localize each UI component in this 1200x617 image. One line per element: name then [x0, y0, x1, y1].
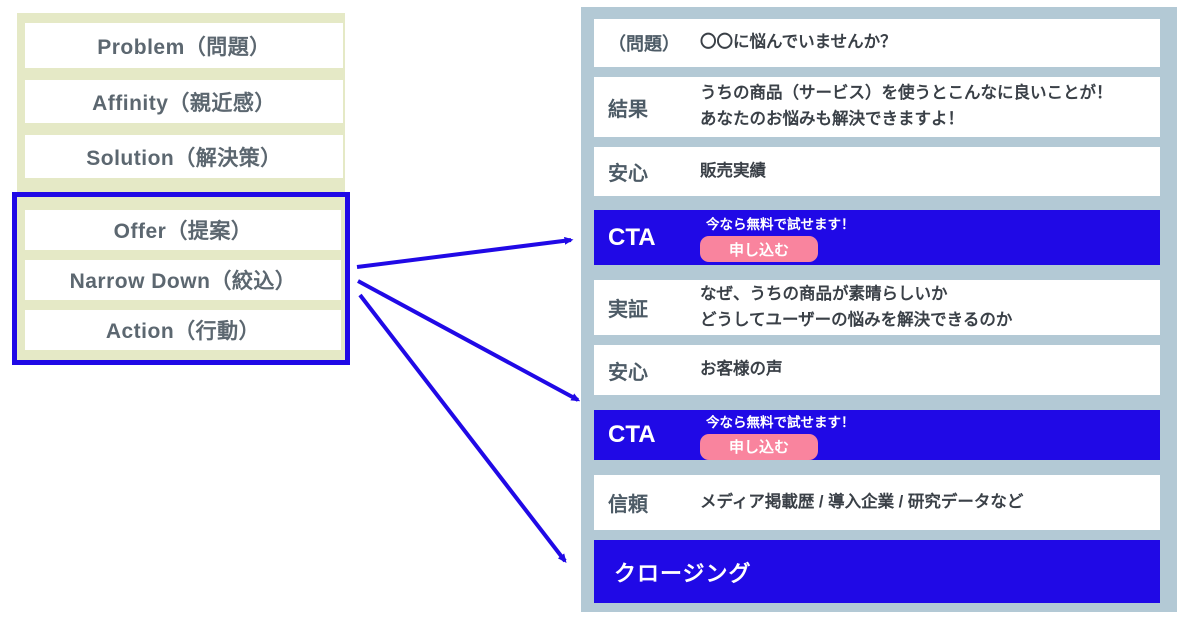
row-label: 安心	[608, 361, 648, 384]
row-problem: （問題） 〇〇に悩んでいませんか？	[594, 19, 1160, 67]
arrow-to-cta-2	[357, 279, 581, 402]
closing-label: クロージング	[614, 560, 752, 586]
left-box-action: Action（行動）	[25, 310, 341, 350]
row-label: CTA	[608, 223, 656, 251]
left-box-offer: Offer（提案）	[25, 210, 341, 250]
row-text: うちの商品（サービス）を使うとこんなに良いことが！ あなたのお悩みも解決できます…	[700, 84, 1113, 128]
row-text: メディア掲載歴 / 導入企業 / 研究データなど	[700, 492, 1024, 511]
left-box-affinity: Affinity（親近感）	[25, 80, 343, 123]
row-text: お客様の声	[700, 360, 783, 379]
row-closing: クロージング	[594, 540, 1160, 603]
row-text: 販売実績	[700, 161, 766, 180]
cta-content: 今なら無料で試せます！ 申し込む	[700, 411, 855, 460]
row-label: 安心	[608, 163, 648, 185]
row-label: CTA	[608, 421, 656, 448]
cta-note: 今なら無料で試せます！	[706, 414, 855, 430]
arrow-to-cta-1	[356, 236, 574, 269]
row-assurance-voice: 安心 お客様の声	[594, 345, 1160, 395]
row-text: なぜ、うちの商品が素晴らしいか どうしてユーザーの悩みを解決できるのか	[700, 284, 1013, 329]
row-label: 信頼	[608, 494, 648, 516]
left-box-problem: Problem（問題）	[25, 23, 343, 68]
row-label: 結果	[608, 98, 648, 121]
cta-note: 今なら無料で試せます！	[706, 217, 855, 232]
row-cta-1: CTA 今なら無料で試せます！ 申し込む	[594, 210, 1160, 265]
apply-button[interactable]: 申し込む	[700, 433, 818, 460]
left-box-narrow-down: Narrow Down（絞込）	[25, 260, 341, 300]
row-proof: 実証 なぜ、うちの商品が素晴らしいか どうしてユーザーの悩みを解決できるのか	[594, 280, 1160, 335]
row-result: 結果 うちの商品（サービス）を使うとこんなに良いことが！ あなたのお悩みも解決で…	[594, 77, 1160, 137]
row-cta-2: CTA 今なら無料で試せます！ 申し込む	[594, 410, 1160, 460]
arrow-to-closing	[358, 293, 567, 563]
row-trust: 信頼 メディア掲載歴 / 導入企業 / 研究データなど	[594, 475, 1160, 530]
row-label: 実証	[608, 299, 648, 321]
apply-button[interactable]: 申し込む	[700, 236, 818, 262]
left-box-solution: Solution（解決策）	[25, 135, 343, 178]
row-text: 〇〇に悩んでいませんか？	[700, 33, 897, 52]
row-label: （問題）	[608, 34, 680, 54]
row-assurance-sales: 安心 販売実績	[594, 147, 1160, 196]
cta-content: 今なら無料で試せます！ 申し込む	[700, 213, 855, 262]
